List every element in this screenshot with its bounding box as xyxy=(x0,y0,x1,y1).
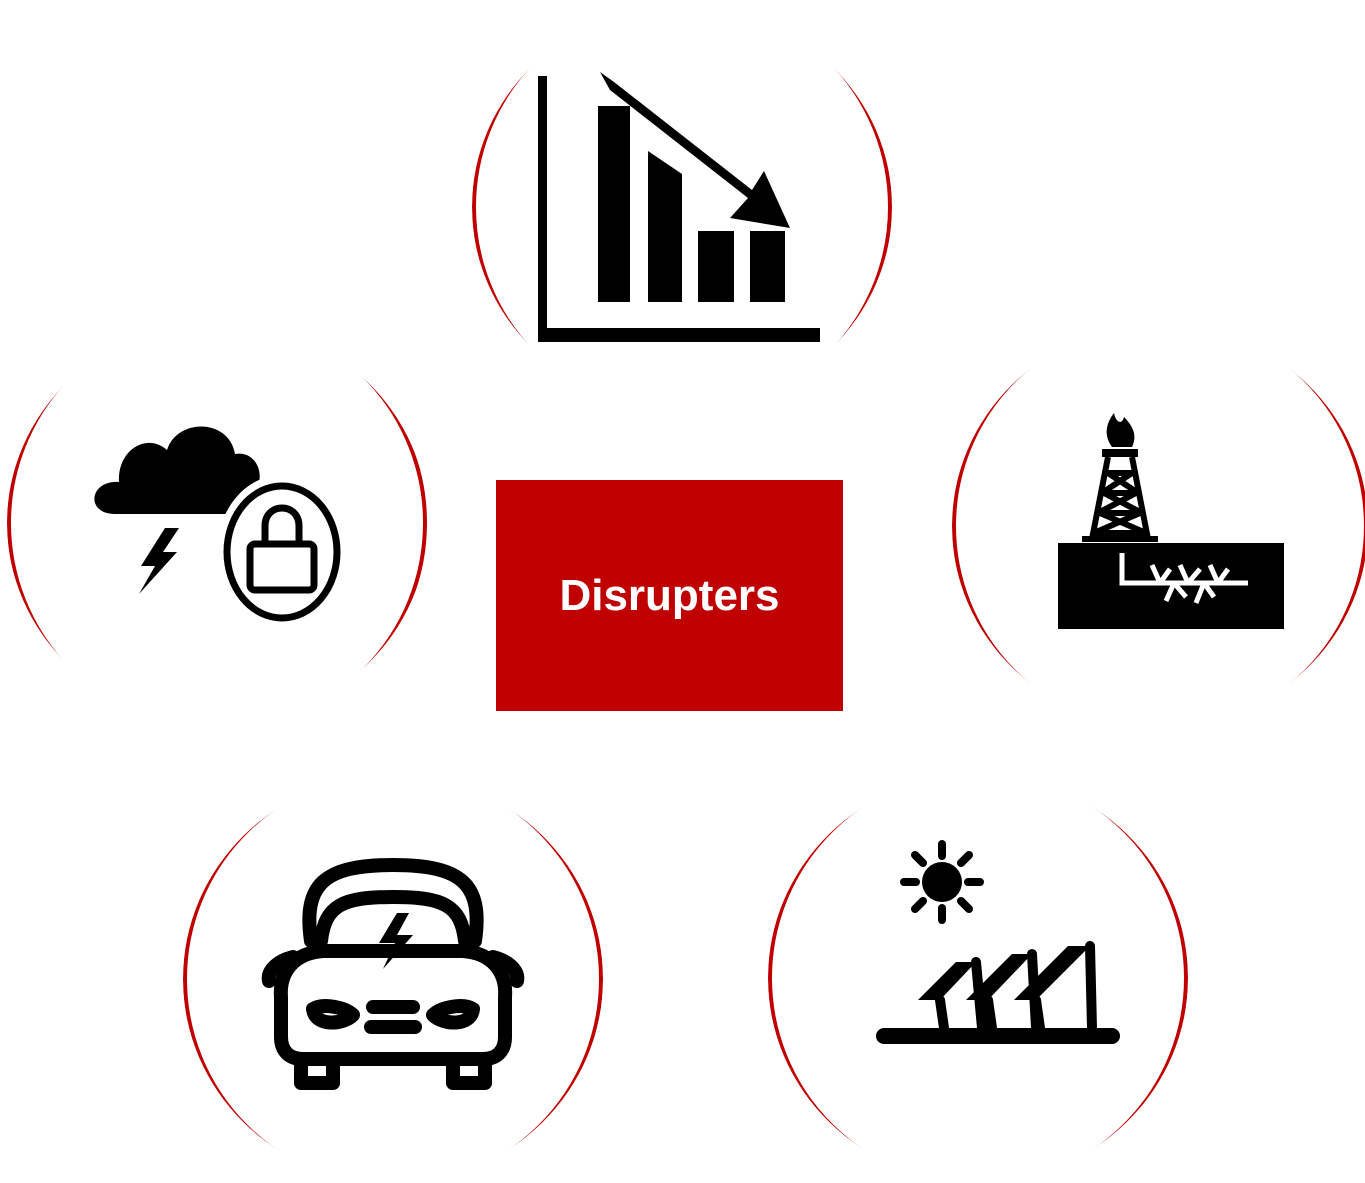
node-shale-oil xyxy=(952,325,1365,727)
node-declining-demand xyxy=(472,6,892,408)
declining-bar-chart-icon xyxy=(472,6,892,408)
storm-cloud-lock-icon xyxy=(7,322,427,724)
center-label: Disrupters xyxy=(559,570,780,620)
oil-rig-fracking-icon xyxy=(952,325,1365,727)
solar-panels-sun-icon xyxy=(768,774,1188,1182)
node-electric-vehicles xyxy=(183,775,603,1183)
node-solar-power xyxy=(768,774,1188,1182)
node-weather-security xyxy=(7,322,428,724)
center-box: Disrupters xyxy=(496,480,843,711)
electric-car-icon xyxy=(183,775,603,1183)
